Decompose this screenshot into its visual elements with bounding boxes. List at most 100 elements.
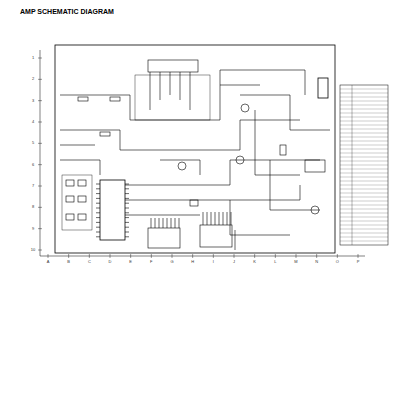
grid-tick	[172, 254, 173, 258]
table-row	[340, 201, 388, 202]
pin	[125, 188, 129, 189]
pin	[203, 212, 204, 225]
grid-number: 3	[31, 99, 34, 103]
grid-letter: J	[233, 260, 236, 264]
grid-tick	[275, 254, 276, 258]
table-row	[340, 141, 388, 142]
pin	[151, 218, 152, 228]
parts-table	[340, 85, 388, 245]
grid-ticks	[38, 58, 358, 258]
grid-letter: K	[253, 260, 257, 264]
pin	[96, 236, 100, 237]
table-row	[340, 229, 388, 230]
grid-letter: O	[335, 260, 339, 264]
pin	[96, 212, 100, 213]
grid-letter: I	[212, 260, 214, 264]
table-row	[340, 189, 388, 190]
table-row	[340, 137, 388, 138]
connectors	[148, 212, 232, 248]
grid-number: 5	[31, 141, 34, 145]
table-row	[340, 169, 388, 170]
table-row	[340, 149, 388, 150]
grid-tick	[192, 254, 193, 258]
pin	[96, 198, 100, 199]
frame	[40, 45, 365, 256]
table-rows	[340, 89, 388, 241]
pin	[125, 212, 129, 213]
table-row	[340, 217, 388, 218]
pin	[125, 232, 129, 233]
pin	[96, 208, 100, 209]
pin	[231, 212, 232, 225]
table-row	[340, 161, 388, 162]
grid-tick	[234, 254, 235, 258]
table-row	[340, 177, 388, 178]
pin	[125, 184, 129, 185]
table-row	[340, 225, 388, 226]
table-row	[340, 105, 388, 106]
pin	[167, 218, 168, 228]
grid-tick	[358, 254, 359, 258]
power-ic	[135, 60, 210, 120]
grid-tick	[68, 254, 69, 258]
grid-tick	[151, 254, 152, 258]
pin	[171, 218, 172, 228]
grid-tick	[89, 254, 90, 258]
control-ic	[62, 175, 125, 240]
pin	[125, 227, 129, 228]
grid-tick	[38, 207, 42, 208]
table-row	[340, 117, 388, 118]
table-row	[340, 241, 388, 242]
grid-tick	[38, 228, 42, 229]
pin	[207, 212, 208, 225]
grid-letter: E	[129, 260, 133, 264]
grid-number: 7	[31, 184, 34, 188]
table-row	[340, 237, 388, 238]
grid-tick	[48, 254, 49, 258]
components	[78, 78, 328, 214]
table-row	[340, 165, 388, 166]
pin	[125, 203, 129, 204]
pin	[96, 222, 100, 223]
grid-tick	[38, 250, 42, 251]
pin	[227, 212, 228, 225]
grid-tick	[337, 254, 338, 258]
grid-number: 10	[30, 248, 35, 252]
table-row	[340, 145, 388, 146]
pin	[96, 203, 100, 204]
grid-tick	[38, 58, 42, 59]
table-row	[340, 221, 388, 222]
grid-number: 4	[31, 120, 34, 124]
table-row	[340, 209, 388, 210]
pin	[155, 218, 156, 228]
grid-number: 1	[31, 56, 34, 60]
table-row	[340, 109, 388, 110]
pin	[96, 188, 100, 189]
pin	[125, 208, 129, 209]
pin	[163, 218, 164, 228]
table-row	[340, 193, 388, 194]
grid-letter: F	[150, 260, 153, 264]
grid-tick	[110, 254, 111, 258]
grid-tick	[316, 254, 317, 258]
table-row	[340, 89, 388, 90]
grid-tick	[130, 254, 131, 258]
table-row	[340, 197, 388, 198]
grid-number: 9	[31, 227, 34, 231]
grid-number: 8	[31, 205, 34, 209]
grid-tick	[213, 254, 214, 258]
grid-letter: G	[170, 260, 174, 264]
pin	[125, 193, 129, 194]
grid-tick	[38, 122, 42, 123]
pin	[159, 218, 160, 228]
pin	[96, 217, 100, 218]
grid-number: 6	[31, 163, 34, 167]
wires	[60, 70, 330, 250]
pin	[215, 212, 216, 225]
grid-letter: C	[87, 260, 91, 264]
grid-letter: A	[46, 260, 50, 264]
pin	[96, 193, 100, 194]
pin	[96, 184, 100, 185]
